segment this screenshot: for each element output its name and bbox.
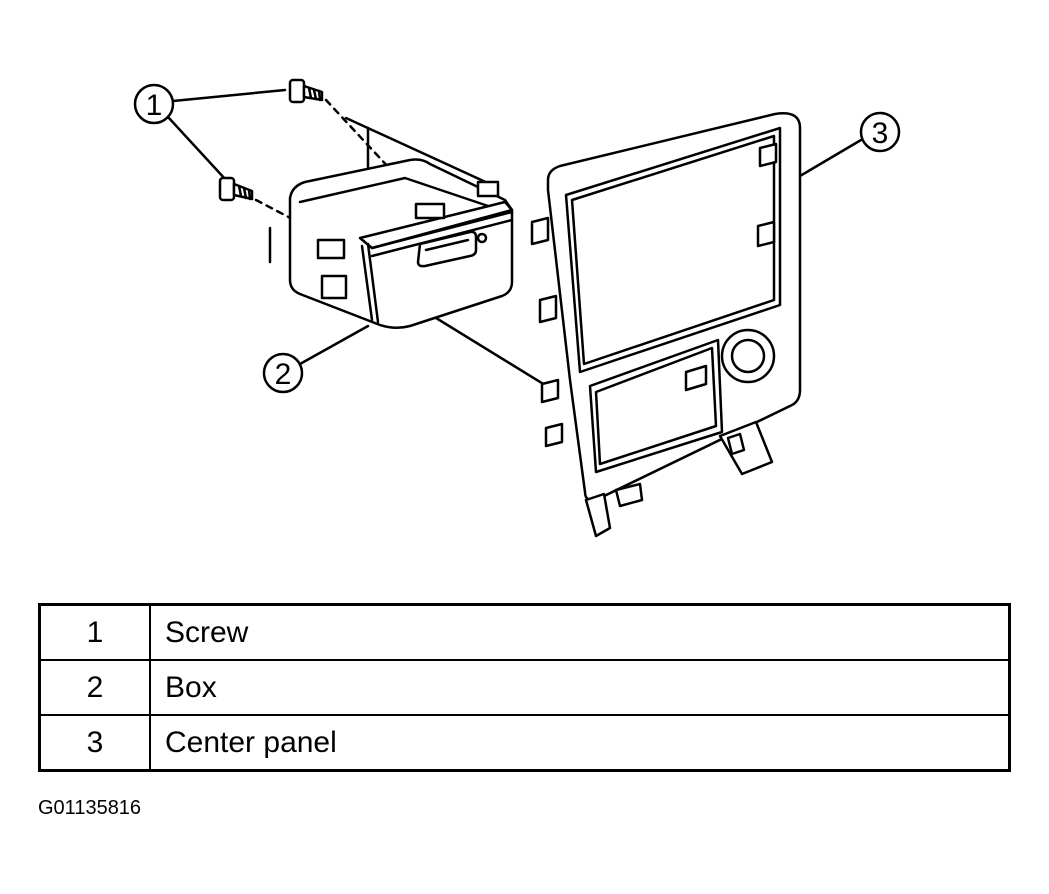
callout-1: 1 [133,83,287,182]
exploded-view-diagram: 1 [133,78,901,538]
callout-3-leader [798,138,863,178]
legend-row-label: Screw [149,603,1011,661]
box [288,158,514,329]
legend-row-label: Box [149,659,1011,716]
legend-row-number: 1 [38,603,151,661]
screw-path-dash-upper [324,98,432,214]
legend-row-label: Center panel [149,714,1011,772]
figure-id: G01135816 [38,797,142,819]
legend-row-number: 3 [38,714,151,772]
callout-2-number: 2 [275,358,292,391]
callout-2: 2 [262,324,370,394]
callout-1-leader-lower [166,115,228,182]
parts-legend-table: 1 Screw 2 Box 3 Center panel [38,603,1011,772]
callout-3-number: 3 [872,117,889,150]
screw-lower [218,176,254,202]
callout-2-leader [298,324,370,366]
screw-upper [288,78,324,104]
callout-1-number: 1 [146,89,163,122]
legend-row: 2 Box [38,659,1011,716]
legend-row: 3 Center panel [38,714,1011,772]
center-panel [530,112,802,538]
guide-line-1 [344,116,492,186]
legend-row: 1 Screw [38,603,1011,661]
callout-1-leader-upper [171,88,287,103]
legend-row-number: 2 [38,659,151,716]
callout-3: 3 [798,111,901,178]
